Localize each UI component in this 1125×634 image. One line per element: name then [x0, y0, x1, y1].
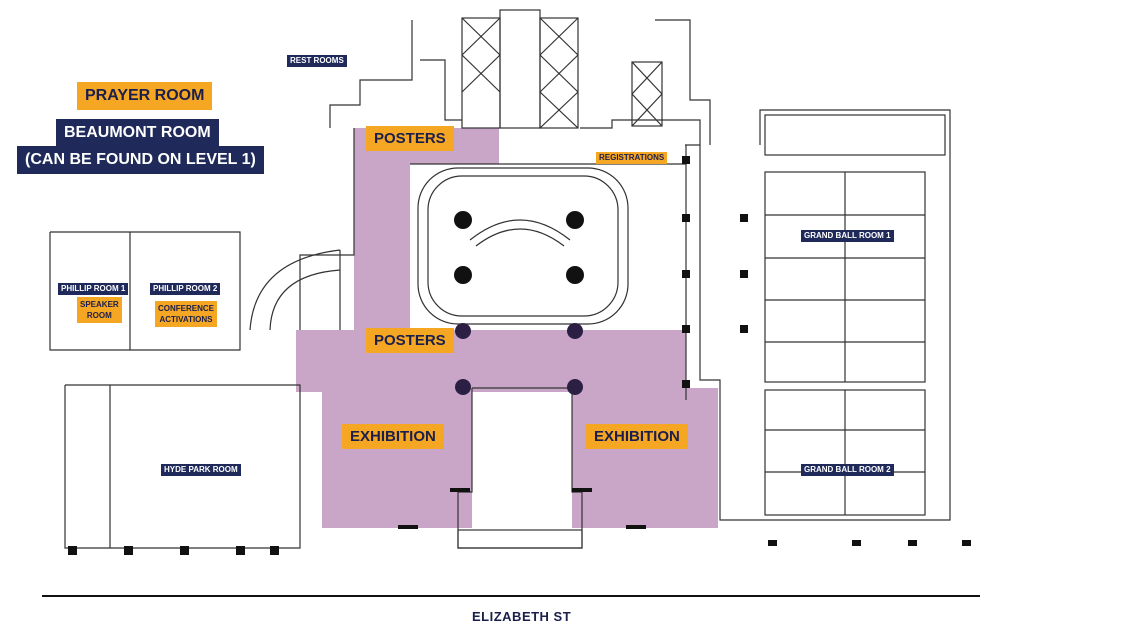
beaumont-room-label: BEAUMONT ROOM: [56, 119, 219, 147]
speaker-room-line1: SPEAKER: [80, 300, 119, 309]
exhibition-zone-left: [322, 388, 472, 528]
exhibition-zone-right: [572, 388, 718, 528]
event-zones: [296, 128, 718, 528]
rest-rooms-label: REST ROOMS: [287, 55, 347, 67]
phillip-room-2-label: PHILLIP ROOM 2: [150, 283, 221, 295]
posters-zone-central: [296, 330, 686, 392]
posters-label-mid: POSTERS: [366, 328, 454, 353]
pillars: [68, 156, 971, 555]
beaumont-room-note: (CAN BE FOUND ON LEVEL 1): [17, 146, 264, 174]
grand-ball-room-2-label: GRAND BALL ROOM 2: [801, 464, 894, 476]
street-label: ELIZABETH ST: [472, 609, 572, 624]
hyde-park-room-label: HYDE PARK ROOM: [161, 464, 241, 476]
posters-zone-left-corridor: [354, 128, 410, 333]
exhibition-label-right: EXHIBITION: [586, 424, 688, 449]
speaker-room-line2: ROOM: [86, 311, 112, 320]
registrations-label: REGISTRATIONS: [596, 152, 668, 164]
phillip-room-1-label: PHILLIP ROOM 1: [58, 283, 129, 295]
conference-line1: CONFERENCE: [158, 304, 215, 313]
conference-line2: ACTIVATIONS: [159, 315, 213, 324]
speaker-room-label: SPEAKER ROOM: [77, 297, 122, 323]
exhibition-label-left: EXHIBITION: [342, 424, 444, 449]
conference-activations-label: CONFERENCE ACTIVATIONS: [155, 301, 218, 327]
prayer-room-label: PRAYER ROOM: [77, 82, 213, 110]
posters-label-top: POSTERS: [366, 126, 454, 151]
grand-ball-room-1-label: GRAND BALL ROOM 1: [801, 230, 894, 242]
